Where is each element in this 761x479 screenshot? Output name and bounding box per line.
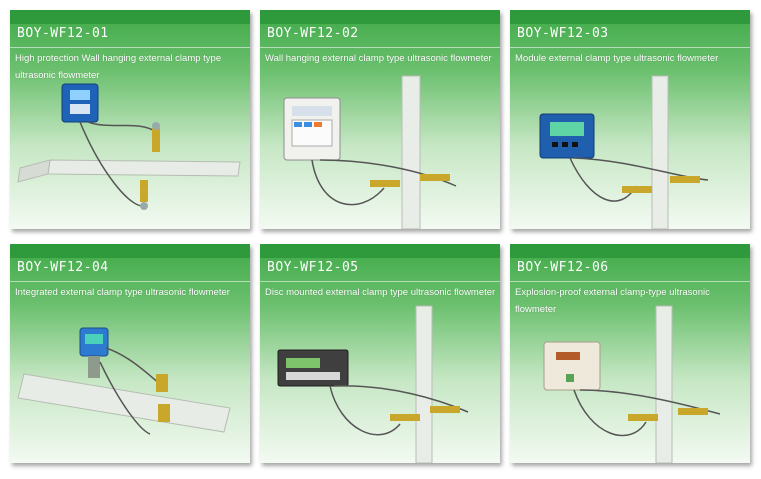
divider: [10, 47, 250, 48]
flowmeter-module-icon: [539, 75, 709, 229]
flowmeter-wall-icon: [17, 83, 241, 210]
product-card-3[interactable]: BOY-WF12-03 Module external clamp type u…: [510, 10, 750, 229]
product-code: BOY-WF12-06: [517, 260, 609, 275]
flowmeter-panel-icon: [283, 75, 457, 229]
product-card-1[interactable]: BOY-WF12-01 High protection Wall hanging…: [10, 10, 250, 229]
product-card-5[interactable]: BOY-WF12-05 Disc mounted external clamp …: [260, 244, 500, 463]
card-header-bar: [10, 244, 250, 258]
card-header-bar: [10, 10, 250, 24]
product-code: BOY-WF12-02: [267, 26, 359, 41]
product-title: Wall hanging external clamp type ultraso…: [265, 53, 492, 64]
card-header-bar: [510, 244, 750, 258]
flowmeter-explosion-proof-icon: [543, 305, 721, 463]
divider: [260, 47, 500, 48]
product-title: Explosion-proof external clamp-type ultr…: [515, 287, 710, 315]
product-code: BOY-WF12-05: [267, 260, 359, 275]
divider: [510, 47, 750, 48]
product-card-4[interactable]: BOY-WF12-04 Integrated external clamp ty…: [10, 244, 250, 463]
flowmeter-disc-icon: [277, 305, 469, 463]
product-card-2[interactable]: BOY-WF12-02 Wall hanging external clamp …: [260, 10, 500, 229]
product-title: Module external clamp type ultrasonic fl…: [515, 53, 719, 64]
card-header-bar: [510, 10, 750, 24]
card-header-bar: [260, 244, 500, 258]
product-title: Integrated external clamp type ultrasoni…: [15, 287, 230, 298]
product-title: High protection Wall hanging external cl…: [15, 53, 222, 81]
product-title: Disc mounted external clamp type ultraso…: [265, 287, 496, 298]
flowmeter-integrated-icon: [17, 327, 231, 435]
product-code: BOY-WF12-01: [17, 26, 109, 41]
divider: [10, 281, 250, 282]
divider: [510, 281, 750, 282]
divider: [260, 281, 500, 282]
product-code: BOY-WF12-04: [17, 260, 109, 275]
product-code: BOY-WF12-03: [517, 26, 609, 41]
product-card-6[interactable]: BOY-WF12-06 Explosion-proof external cla…: [510, 244, 750, 463]
card-header-bar: [260, 10, 500, 24]
